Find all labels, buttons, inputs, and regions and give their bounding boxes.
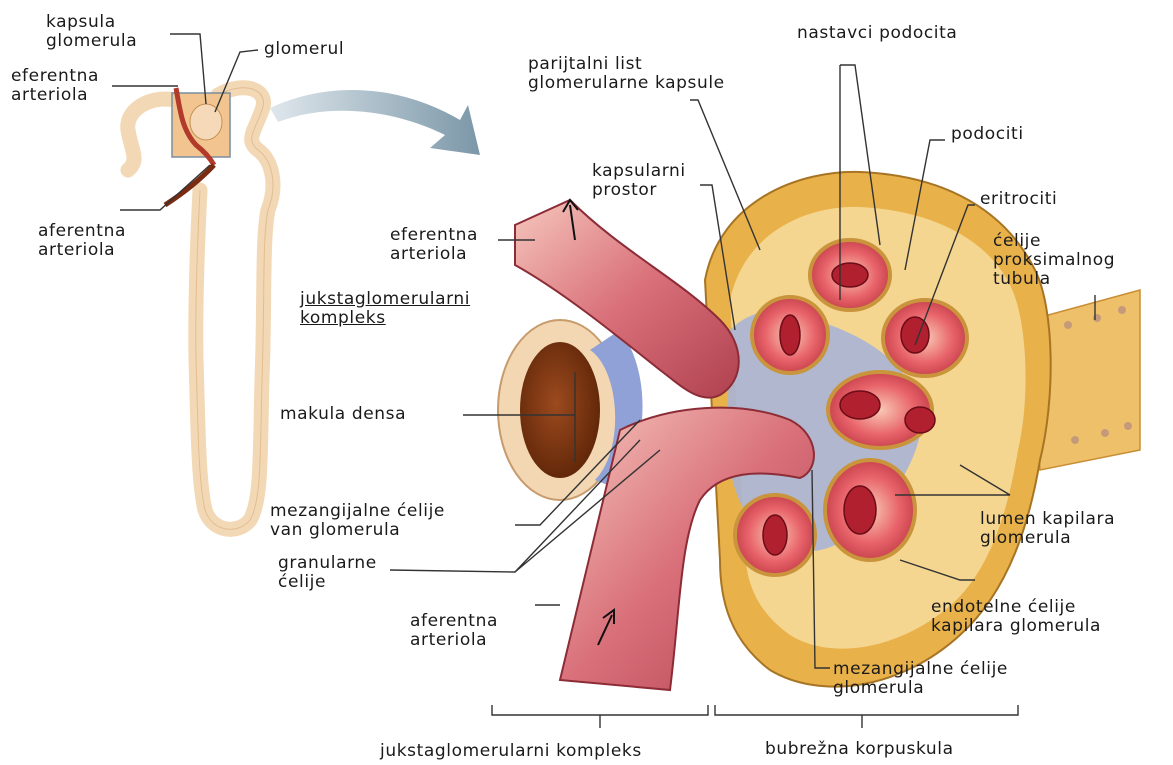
label-line: eferentna <box>11 67 99 86</box>
label-line: aferentna <box>38 222 126 241</box>
label-line: glomerula <box>833 679 1008 698</box>
label-line: kapilara glomerula <box>931 617 1101 636</box>
label-line: mezangijalne ćelije <box>833 660 1008 679</box>
small-glomerulus <box>190 104 222 140</box>
label-line: ćelije <box>278 573 377 592</box>
label-aferentna-big: aferentna arteriola <box>410 612 498 650</box>
label-eferentna-small: eferentna arteriola <box>11 67 99 105</box>
nephron-overview <box>128 88 273 530</box>
bracket-juxtaglomerular <box>492 705 708 728</box>
label-kapsula-glomerula: kapsula glomerula <box>46 13 137 51</box>
label-line: arteriola <box>38 241 126 260</box>
label-line: van glomerula <box>270 521 445 540</box>
label-line: arteriola <box>11 86 99 105</box>
label-bottom-jukstaglomerularni: jukstaglomerularni kompleks <box>380 742 642 761</box>
label-bottom-korpuskula: bubrežna korpuskula <box>765 740 954 759</box>
label-line: kompleks <box>300 309 470 328</box>
label-line: arteriola <box>410 631 498 650</box>
label-nastavci-podocita: nastavci podocita <box>797 24 957 43</box>
label-kapsularni-prostor: kapsularni prostor <box>592 162 686 200</box>
label-line: arteriola <box>390 245 478 264</box>
label-line: eferentna <box>390 226 478 245</box>
label-line: prostor <box>592 181 686 200</box>
label-eferentna-big: eferentna arteriola <box>390 226 478 264</box>
label-parijtalni-list: parijtalni list glomerularne kapsule <box>528 55 725 93</box>
label-line: mezangijalne ćelije <box>270 502 445 521</box>
label-glomerul: glomerul <box>264 40 344 59</box>
label-makula-densa: makula densa <box>280 405 406 424</box>
label-eritrociti: eritrociti <box>980 190 1057 209</box>
label-line: granularne <box>278 554 377 573</box>
label-line: kapsularni <box>592 162 686 181</box>
label-mezangijalne-van: mezangijalne ćelije van glomerula <box>270 502 445 540</box>
label-lumen-kapilara: lumen kapilara glomerula <box>980 510 1115 548</box>
label-line: glomerula <box>980 529 1115 548</box>
distal-tubule-lumen <box>520 342 600 478</box>
label-line: jukstaglomerularni <box>300 290 470 309</box>
nephron-tubule-proximal <box>128 99 175 170</box>
label-proksimalni-tubul: ćelije proksimalnog tubula <box>993 232 1115 289</box>
label-line: endotelne ćelije <box>931 598 1101 617</box>
label-podociti: podociti <box>951 125 1024 144</box>
label-line: parijtalni list <box>528 55 725 74</box>
label-endotelne-celije: endotelne ćelije kapilara glomerula <box>931 598 1101 636</box>
label-aferentna-small: aferentna arteriola <box>38 222 126 260</box>
label-line: glomerula <box>46 32 137 51</box>
label-line: lumen kapilara <box>980 510 1115 529</box>
label-line: ćelije <box>993 232 1115 251</box>
label-line: kapsula <box>46 13 137 32</box>
label-line: proksimalnog <box>993 251 1115 270</box>
label-granularne-celije: granularne ćelije <box>278 554 377 592</box>
zoom-arrow <box>270 90 480 155</box>
label-line: aferentna <box>410 612 498 631</box>
label-mezangijalne-glomerula: mezangijalne ćelije glomerula <box>833 660 1008 698</box>
label-jukstaglomerularni-kompleks: jukstaglomerularni kompleks <box>300 290 470 328</box>
label-line: glomerularne kapsule <box>528 74 725 93</box>
bracket-corpuscle <box>715 705 1018 728</box>
label-line: tubula <box>993 270 1115 289</box>
